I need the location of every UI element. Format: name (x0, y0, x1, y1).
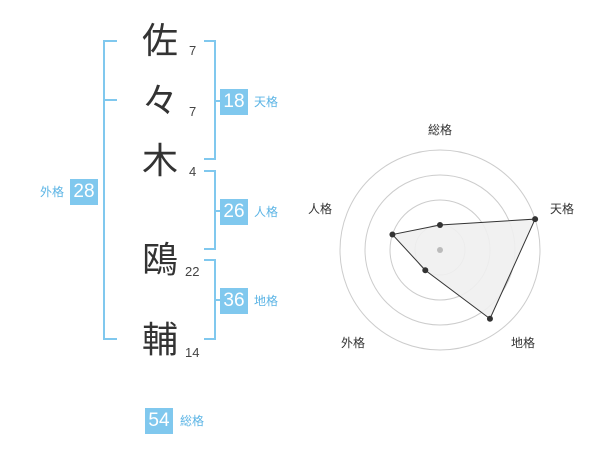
jinkaku-value-badge: 26 (220, 199, 248, 225)
stroke-count-5: 14 (185, 345, 200, 360)
tenkaku-bracket-tick (214, 100, 222, 102)
chikaku-label: 地格 (254, 294, 279, 308)
chikaku-value-badge: 36 (220, 288, 248, 314)
gaikaku-value-badge: 28 (70, 179, 98, 205)
stroke-count-2: 7 (189, 104, 197, 119)
gaikaku-label: 外格 (40, 185, 65, 199)
radar-data-polygon (391, 218, 536, 320)
tenkaku-value-badge: 18 (220, 89, 248, 115)
name-char-3: 木 (141, 141, 178, 182)
stroke-count-3: 4 (189, 164, 197, 179)
gaikaku-bracket (103, 40, 117, 340)
soukaku-value-badge: 54 (145, 408, 173, 434)
name-char-1: 佐 (141, 21, 178, 62)
radar-axis-label-tenkaku: 天格 (550, 202, 575, 216)
radar-point-3 (486, 315, 493, 322)
name-char-4: 鴎 (141, 240, 178, 281)
radar-axis-label-jinkaku: 人格 (308, 202, 333, 216)
stroke-count-4: 22 (185, 264, 200, 279)
tenkaku-label: 天格 (254, 95, 279, 109)
radar-center-point (437, 247, 443, 253)
radar-point-4 (422, 267, 429, 274)
radar-point-5 (389, 231, 396, 238)
chikaku-bracket-tick (214, 299, 222, 301)
radar-axis-label-chikaku: 地格 (511, 336, 536, 350)
radar-ring-4 (339, 149, 541, 351)
radar-point-2 (532, 216, 539, 223)
radar-axis-label-gaikaku: 外格 (341, 336, 366, 350)
radar-axis-label-soukaku: 総格 (428, 123, 453, 137)
gaikaku-bracket-tick (103, 99, 117, 101)
radar-point-1 (437, 222, 443, 228)
jinkaku-bracket-tick (214, 210, 222, 212)
name-char-2: 々 (141, 81, 178, 122)
jinkaku-label: 人格 (254, 205, 279, 219)
stroke-count-1: 7 (189, 43, 197, 58)
name-char-5: 輔 (141, 320, 178, 361)
soukaku-label: 総格 (180, 414, 205, 428)
